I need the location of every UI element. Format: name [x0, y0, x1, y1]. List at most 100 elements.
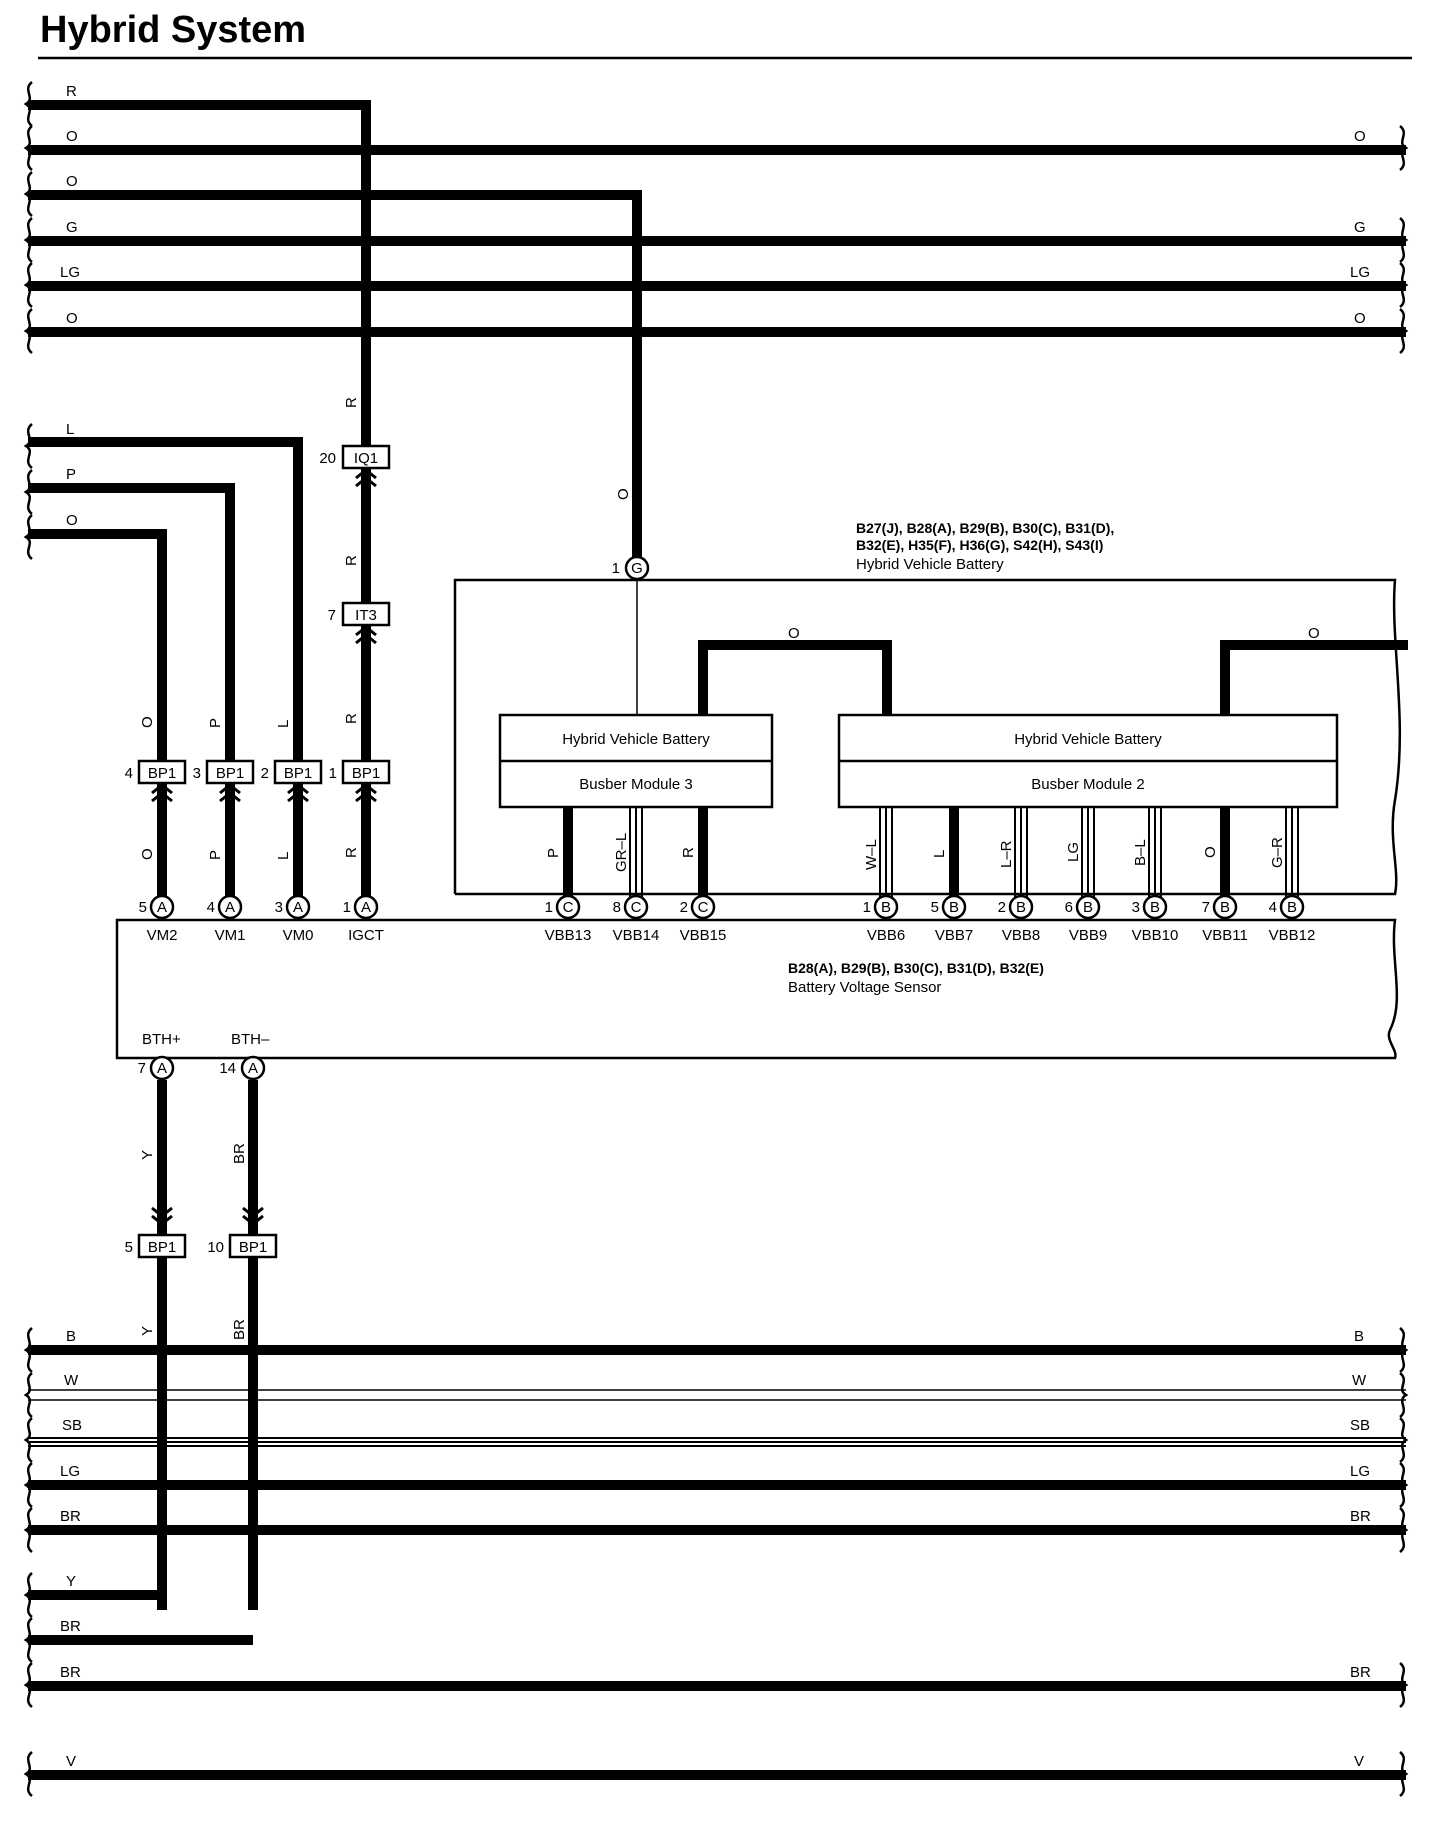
wire-label: Y [139, 1150, 156, 1160]
terminal-name: VM2 [147, 927, 178, 944]
wire-label: O [1308, 625, 1320, 642]
wire-label: R [343, 397, 360, 408]
connector-pin: 4 [125, 765, 133, 782]
connector-pin: 2 [261, 765, 269, 782]
terminal-name: VM0 [283, 927, 314, 944]
wire-label: G [66, 219, 78, 236]
pin-number: 5 [931, 899, 939, 916]
terminal-name: IGCT [348, 927, 384, 944]
wire-label: P [66, 466, 76, 483]
pin-number: 4 [207, 899, 215, 916]
connector-code: BP1 [148, 765, 176, 782]
pin-number: 14 [219, 1060, 236, 1077]
wire-label: W [1352, 1372, 1367, 1389]
hybrid-vehicle-battery: B27(J), B28(A), B29(B), B30(C), B31(D), … [453, 520, 1408, 896]
pin-letter: G [631, 560, 643, 577]
connector-code: BP1 [239, 1239, 267, 1256]
module-sub: Busber Module 3 [579, 776, 692, 793]
wire-o-2 [28, 190, 642, 562]
terminal-name: VBB11 [1202, 927, 1248, 944]
wire-label: B–L [1132, 839, 1149, 866]
terminal-pin [623, 894, 649, 920]
component-code: B27(J), B28(A), B29(B), B30(C), B31(D), [856, 520, 1114, 536]
terminal-pin [690, 894, 716, 920]
wire-label: L [275, 852, 292, 860]
wire-label: L–R [998, 840, 1015, 868]
pin-number: 8 [613, 899, 621, 916]
mid-left-wires: L P O [24, 421, 303, 900]
module-name: Hybrid Vehicle Battery [1014, 731, 1162, 748]
pin-number: 1 [545, 899, 553, 916]
wire-label: O [66, 512, 78, 529]
wire-label: LG [60, 264, 80, 281]
terminal-pin [217, 894, 243, 920]
pin-number: 5 [139, 899, 147, 916]
wire-label: L [931, 850, 948, 858]
connector-code: BP1 [216, 765, 244, 782]
wire-label: P [207, 850, 224, 860]
terminal-name: VBB13 [545, 927, 592, 944]
pin-letter: A [157, 1060, 167, 1077]
module-name: Hybrid Vehicle Battery [562, 731, 710, 748]
wire-label: O [66, 128, 78, 145]
connector-it3: IT3 7 [328, 601, 391, 645]
wire-label: G [1354, 219, 1366, 236]
terminal-name: VBB10 [1132, 927, 1179, 944]
wire-label: BR [60, 1664, 81, 1681]
wire-label: O [66, 173, 78, 190]
pin-letter: A [293, 899, 303, 916]
wire-label: BR [231, 1319, 248, 1340]
wire-label: O [139, 848, 156, 860]
pin-number: 3 [275, 899, 283, 916]
wire-label: R [680, 847, 697, 858]
wire-label: BR [60, 1508, 81, 1525]
terminal-name: VBB9 [1069, 927, 1107, 944]
pin-letter: C [698, 899, 709, 916]
terminal-pin [941, 894, 967, 920]
connector-pin: 7 [328, 607, 336, 624]
terminal-name: VBB14 [613, 927, 660, 944]
wire-label: LG [1065, 842, 1082, 862]
pin-letter: B [1220, 899, 1230, 916]
wire-label: B [1354, 1328, 1364, 1345]
connector-pin: 3 [193, 765, 201, 782]
pin-letter: B [1016, 899, 1026, 916]
wire-label: P [207, 718, 224, 728]
wire-label: BR [231, 1143, 248, 1164]
pin-letter: A [157, 899, 167, 916]
connector-code: IQ1 [354, 450, 378, 467]
wire-label: SB [62, 1417, 82, 1434]
pin-number: 1 [343, 899, 351, 916]
module-sub: Busber Module 2 [1031, 776, 1144, 793]
wire-l [28, 437, 303, 900]
terminal-pin [1008, 894, 1034, 920]
wire-label: LG [1350, 264, 1370, 281]
terminal-name: VBB12 [1269, 927, 1316, 944]
terminal-name: VBB8 [1002, 927, 1040, 944]
wire-label: BR [60, 1618, 81, 1635]
terminal-name: VBB6 [867, 927, 905, 944]
terminal-pin [353, 894, 379, 920]
wire-label: R [66, 83, 77, 100]
wire-label: O [615, 488, 632, 500]
page-title: Hybrid System [40, 9, 306, 51]
terminal-name: BTH– [231, 1031, 270, 1048]
wire-label: SB [1350, 1417, 1370, 1434]
pin-letter: C [631, 899, 642, 916]
pin-letter: A [361, 899, 371, 916]
wire-label: L [66, 421, 74, 438]
connector-pin: 1 [329, 765, 337, 782]
terminal-pin [285, 894, 311, 920]
component-code: B28(A), B29(B), B30(C), B31(D), B32(E) [788, 960, 1044, 976]
wire-label: Y [66, 1573, 76, 1590]
pin-number: 2 [998, 899, 1006, 916]
pin-number: 3 [1132, 899, 1140, 916]
pin-number: 2 [680, 899, 688, 916]
pin-letter: B [881, 899, 891, 916]
pin-number: 7 [138, 1060, 146, 1077]
terminal-pin [873, 894, 899, 920]
wire-label: R [343, 847, 360, 858]
pin-number: 7 [1202, 899, 1210, 916]
terminal-name: VBB15 [680, 927, 727, 944]
bottom-wire-bundle: B B W W SB SB LG LG BR BR Y BR BR BR V V [24, 1326, 1408, 1798]
